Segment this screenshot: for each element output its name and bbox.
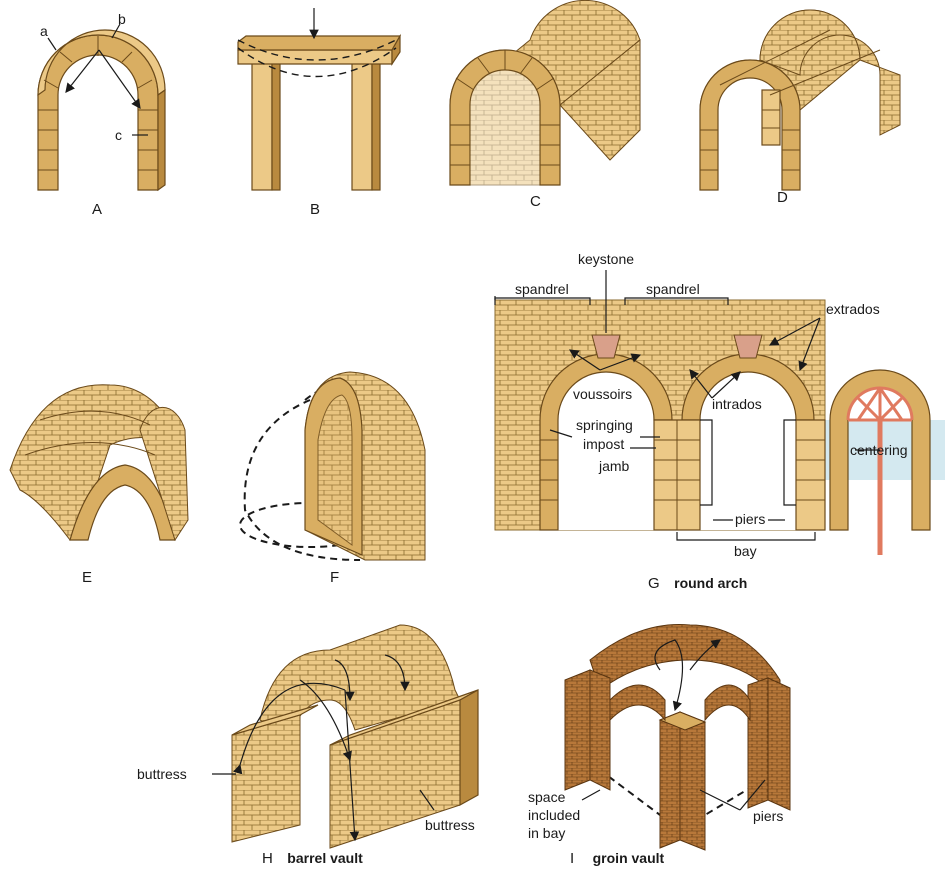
panel-c-barrel-vault	[450, 0, 640, 185]
caption-d: D	[777, 189, 788, 206]
panel-e-vault	[10, 385, 188, 540]
caption-c: C	[530, 193, 541, 210]
label-keystone: keystone	[578, 251, 634, 267]
label-piers-i: piers	[753, 808, 783, 824]
label-b: b	[118, 11, 126, 27]
caption-i-text: groin vault	[593, 850, 665, 866]
label-bay: bay	[734, 543, 757, 559]
caption-h-text: barrel vault	[287, 850, 363, 866]
label-space-line2: included	[528, 807, 580, 823]
caption-h: H barrel vault	[262, 850, 363, 867]
caption-b: B	[310, 201, 320, 218]
label-buttress-left: buttress	[137, 766, 187, 782]
label-jamb: jamb	[598, 458, 630, 474]
label-intrados: intrados	[712, 396, 762, 412]
caption-i-letter: I	[570, 850, 574, 867]
label-voussoirs: voussoirs	[573, 386, 632, 402]
caption-e: E	[82, 569, 92, 586]
label-springing: springing	[576, 417, 633, 433]
panel-d-groin-vault	[700, 10, 900, 190]
label-impost: impost	[583, 436, 624, 452]
label-space-line3: in bay	[528, 825, 565, 841]
label-a: a	[40, 23, 48, 39]
caption-g-text: round arch	[674, 575, 747, 591]
label-buttress-right: buttress	[425, 817, 475, 833]
panel-b-post-lintel	[238, 8, 400, 190]
caption-i: I groin vault	[570, 850, 665, 867]
label-centering: centering	[850, 442, 908, 458]
panel-h-barrel-vault	[212, 625, 478, 848]
label-space-line1: space	[528, 789, 566, 805]
panel-a-arch	[38, 24, 165, 190]
caption-g: G round arch	[648, 575, 747, 592]
caption-h-letter: H	[262, 850, 273, 867]
caption-a: A	[92, 201, 102, 218]
panel-f-dome	[240, 372, 425, 560]
label-spandrel-left: spandrel	[515, 281, 569, 297]
label-piers: piers	[735, 511, 765, 527]
label-c: c	[115, 127, 122, 143]
caption-f: F	[330, 569, 339, 586]
label-extrados: extrados	[826, 301, 880, 317]
caption-g-letter: G	[648, 575, 660, 592]
label-spandrel-right: spandrel	[646, 281, 700, 297]
